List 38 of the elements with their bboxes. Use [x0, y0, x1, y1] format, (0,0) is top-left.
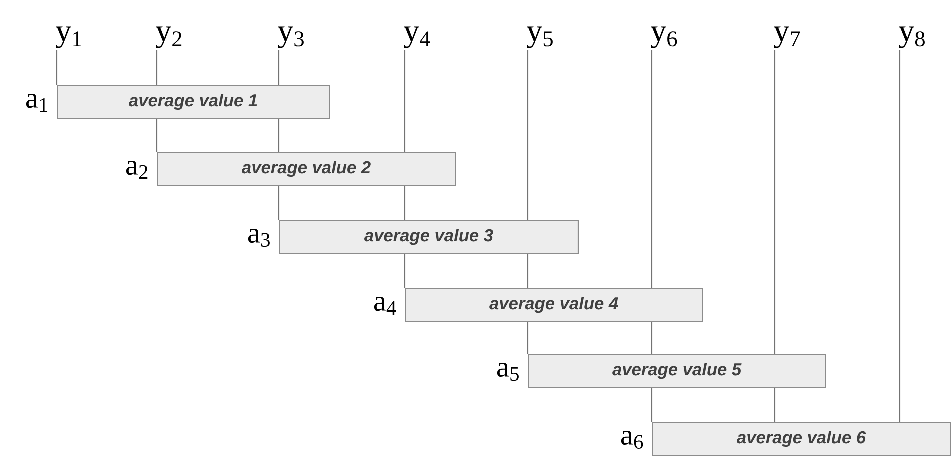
- average-bar: average value 4: [405, 288, 704, 322]
- average-bar: average value 6: [652, 422, 952, 456]
- bar-label: a$_{6}$: [621, 430, 644, 450]
- column-label: y$_{7}$: [774, 26, 800, 48]
- bar-label: a$_{5}$: [497, 362, 519, 382]
- connector-line: [156, 119, 158, 152]
- connector-line: [404, 186, 406, 220]
- connector-line: [156, 50, 158, 85]
- connector-line: [278, 50, 280, 85]
- connector-line: [651, 50, 653, 288]
- connector-line: [278, 119, 280, 152]
- bar-label: a$_{3}$: [248, 228, 270, 248]
- column-label: y$_{5}$: [527, 26, 553, 48]
- connector-line: [774, 388, 776, 422]
- connector-line: [404, 254, 406, 288]
- average-bar: average value 5: [528, 354, 826, 388]
- connector-line: [651, 388, 653, 422]
- column-label: y$_{4}$: [404, 26, 430, 48]
- bar-label: a$_{1}$: [26, 94, 48, 112]
- column-label: y$_{1}$: [56, 26, 82, 48]
- column-label: y$_{2}$: [156, 26, 182, 48]
- average-bar: average value 3: [279, 220, 579, 254]
- bar-label: a$_{2}$: [126, 161, 148, 179]
- connector-line: [774, 50, 776, 354]
- average-bar: average value 2: [157, 152, 456, 186]
- connector-line: [404, 50, 406, 152]
- average-bar: average value 1: [57, 85, 330, 120]
- column-label: y$_{8}$: [899, 26, 925, 48]
- connector-line: [527, 50, 529, 220]
- column-label: y$_{6}$: [651, 26, 678, 48]
- connector-line: [651, 322, 653, 354]
- connector-line: [899, 50, 901, 422]
- connector-line: [278, 186, 280, 220]
- connector-line: [56, 50, 58, 85]
- connector-line: [527, 254, 529, 288]
- column-label: y$_{3}$: [278, 26, 304, 48]
- bar-label: a$_{4}$: [374, 297, 396, 315]
- connector-line: [527, 322, 529, 354]
